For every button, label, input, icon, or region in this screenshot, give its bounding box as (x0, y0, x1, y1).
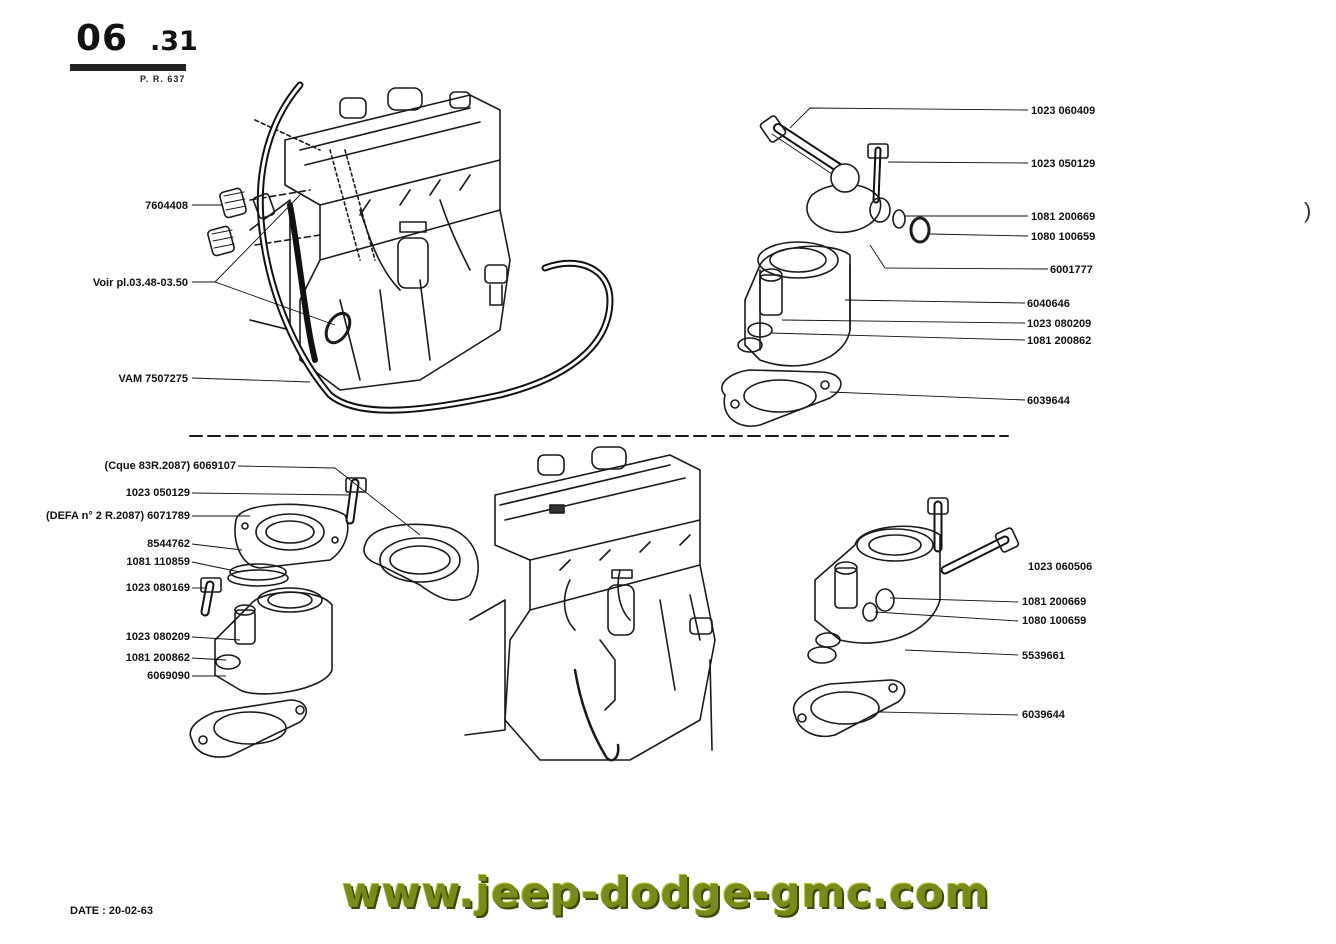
label-part-r8: 1081 200862 (1027, 335, 1092, 347)
hose-clamps (207, 187, 352, 345)
label-part-r2: 1023 050129 (1031, 158, 1096, 170)
label-part-b2: 1023 050129 (125, 487, 190, 499)
label-part-r6: 6040646 (1027, 298, 1070, 310)
label-part-b6: 1023 080169 (125, 582, 190, 594)
thermostat-housing-bottom-left (189, 477, 479, 758)
label-part-b8: 1081 200862 (125, 652, 190, 664)
label-part-b5: 1081 110859 (126, 556, 190, 568)
label-vam-hose: VAM 7507275 (118, 373, 188, 385)
label-part-b1: (Cque 83R.2087) 6069107 (104, 460, 236, 472)
plate-number-minor: .31 (150, 26, 198, 57)
label-part-r7: 1023 080209 (1027, 318, 1092, 330)
plate-date: DATE : 20-02-63 (70, 905, 153, 917)
reference-code: P. R. 637 (140, 74, 186, 84)
label-part-b3: (DEFA n° 2 R.2087) 6071789 (45, 510, 190, 522)
label-part-r1: 1023 060409 (1031, 105, 1096, 117)
label-part-b9: 6069090 (147, 670, 190, 682)
label-part-r4: 1080 100659 (1031, 231, 1096, 243)
label-clamp-7604408: 7604408 (145, 200, 188, 212)
label-part-r5: 6001777 (1050, 264, 1093, 276)
label-part-b7: 1023 080209 (125, 631, 190, 643)
label-voir-plates: Voir pl.03.48-03.50 (92, 277, 188, 289)
plate-number-major: 06 (76, 18, 129, 59)
leader-lines (191, 107, 1049, 716)
label-part-c1: 1023 060506 (1028, 561, 1093, 573)
label-part-c4: 5539661 (1022, 650, 1065, 662)
site-watermark: www.jeep-dodge-gmc.com (342, 868, 990, 917)
label-part-b4: 8544762 (147, 538, 190, 550)
engine-top-left (249, 87, 511, 391)
label-part-r9: 6039644 (1027, 395, 1070, 407)
thermostat-housing-bottom-right (792, 497, 1020, 737)
engine-bottom-center (464, 446, 716, 762)
margin-mark: ) (1304, 198, 1312, 223)
label-part-c5: 6039644 (1022, 709, 1065, 721)
label-part-r3: 1081 200669 (1031, 211, 1096, 223)
title-underline (70, 64, 186, 71)
label-part-c3: 1080 100659 (1022, 615, 1087, 627)
label-part-c2: 1081 200669 (1022, 596, 1087, 608)
thermostat-housing-top (721, 115, 931, 427)
